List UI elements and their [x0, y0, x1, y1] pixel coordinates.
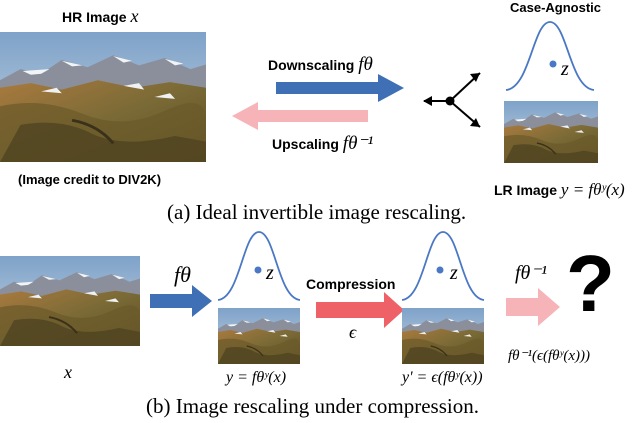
downscaling-fn: fθ — [358, 54, 373, 75]
branch-arrowhead — [470, 118, 480, 127]
lr-image-eq: y = fθʸ(x) — [560, 180, 625, 199]
upscaling-fn: fθ⁻¹ — [342, 133, 374, 154]
gaussian-curve — [401, 231, 485, 301]
inverse-fn: fθ⁻¹ — [515, 262, 547, 284]
hr-image-var: x — [130, 6, 139, 26]
input-image — [0, 256, 140, 346]
case-agnostic-label: Case-Agnostic — [510, 0, 602, 15]
branch-arrowhead — [470, 73, 480, 82]
upscaling-arrow — [232, 102, 368, 130]
latent-dot — [254, 266, 262, 274]
gaussian-curve — [505, 21, 595, 91]
lr-eq: y = fθʸ(x) — [226, 369, 287, 386]
branch-dot — [445, 96, 455, 106]
image-credit: (Image credit to DIV2K) — [18, 172, 162, 187]
branch-arrowhead — [423, 96, 432, 106]
forward-fn: fθ — [174, 262, 191, 287]
downscaling-label: Downscaling — [268, 57, 355, 73]
lr-image — [504, 101, 598, 163]
caption-a: (a) Ideal invertible image rescaling. — [167, 200, 467, 224]
hr-image — [0, 32, 206, 162]
latent-var: z — [561, 58, 569, 80]
latent-var-1: z — [266, 262, 274, 284]
gaussian-curve — [217, 231, 301, 301]
compression-label: Compression — [306, 276, 396, 292]
lr-image-bottom — [218, 308, 300, 364]
downscaling-arrow — [276, 74, 404, 102]
caption-b: (b) Image rescaling under compression. — [146, 394, 479, 418]
epsilon: ϵ — [349, 322, 357, 342]
latent-dot — [436, 266, 444, 274]
forward-arrow — [150, 285, 212, 317]
lr-image-label: LR Image — [494, 182, 558, 198]
latent-dot — [549, 60, 557, 68]
question-mark: ? — [566, 239, 615, 328]
compressed-image — [402, 308, 484, 364]
result-eq: fθ⁻¹(ϵ(fθʸ(x))) — [508, 348, 590, 364]
latent-var-2: z — [450, 262, 458, 284]
input-var: x — [64, 362, 72, 382]
compressed-eq: y' = ϵ(fθʸ(x)) — [402, 369, 483, 386]
upscaling-label: Upscaling — [272, 136, 339, 152]
compression-arrow — [316, 292, 404, 328]
inverse-arrow — [506, 288, 560, 326]
hr-image-label: HR Image — [62, 9, 127, 25]
